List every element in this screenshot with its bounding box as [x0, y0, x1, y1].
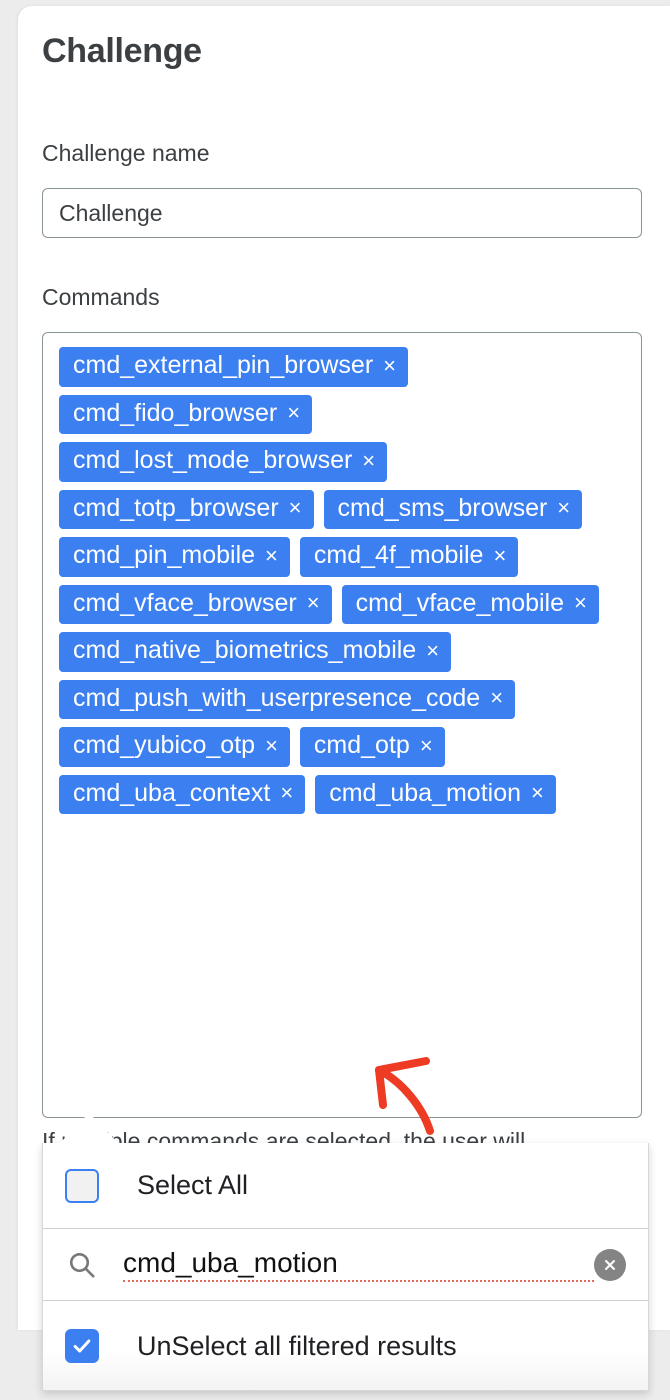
- clear-search-button[interactable]: [594, 1248, 626, 1281]
- command-chip-remove-icon[interactable]: ×: [574, 590, 587, 616]
- command-chip-remove-icon[interactable]: ×: [287, 400, 301, 426]
- page-title: Challenge: [42, 32, 202, 70]
- command-chip-remove-icon[interactable]: ×: [531, 780, 544, 806]
- command-chip-remove-icon[interactable]: ×: [362, 447, 376, 473]
- command-chip[interactable]: cmd_external_pin_browser ×: [59, 347, 409, 387]
- dropdown-item-select-all[interactable]: Select All: [43, 1143, 648, 1229]
- command-chip-label: cmd_pin_mobile: [73, 541, 256, 569]
- command-chip-label: cmd_uba_motion: [329, 778, 522, 807]
- command-chip-remove-icon[interactable]: ×: [490, 685, 504, 711]
- command-chip-remove-icon[interactable]: ×: [288, 495, 302, 521]
- command-chip[interactable]: cmd_uba_context ×: [59, 774, 306, 814]
- command-chip[interactable]: cmd_push_with_userpresence_code ×: [59, 679, 516, 719]
- command-chip[interactable]: cmd_vface_mobile ×: [341, 584, 599, 624]
- challenge-name-input[interactable]: [42, 188, 642, 238]
- dropdown-item-unselect-filtered[interactable]: UnSelect all filtered results: [43, 1301, 648, 1390]
- command-chip[interactable]: cmd_yubico_otp ×: [59, 727, 290, 767]
- command-chip[interactable]: cmd_4f_mobile ×: [299, 537, 519, 577]
- close-icon: [605, 1259, 615, 1270]
- command-chip-label: cmd_vface_mobile: [355, 588, 565, 617]
- commands-label: Commands: [42, 284, 160, 310]
- command-chip-label: cmd_4f_mobile: [313, 541, 484, 569]
- command-chip-label: cmd_totp_browser: [73, 493, 279, 522]
- select-all-checkbox[interactable]: [65, 1168, 99, 1203]
- command-chip-remove-icon[interactable]: ×: [426, 637, 440, 663]
- commands-multiselect[interactable]: cmd_external_pin_browser×cmd_fido_browse…: [42, 332, 642, 1118]
- command-chip-label: cmd_fido_browser: [73, 398, 278, 427]
- dropdown-caret-icon: [58, 1113, 120, 1145]
- command-chip-list: cmd_external_pin_browser×cmd_fido_browse…: [59, 347, 629, 814]
- check-icon: [73, 1339, 91, 1353]
- command-chip-remove-icon[interactable]: ×: [280, 780, 294, 806]
- command-chip[interactable]: cmd_native_biometrics_mobile ×: [59, 632, 452, 672]
- dropdown-search-input[interactable]: cmd_uba_motion: [123, 1247, 594, 1282]
- command-chip-remove-icon[interactable]: ×: [383, 352, 397, 378]
- command-chip-remove-icon[interactable]: ×: [265, 542, 278, 568]
- dropdown-search-row[interactable]: cmd_uba_motion: [43, 1229, 648, 1301]
- command-chip[interactable]: cmd_totp_browser ×: [59, 489, 314, 529]
- command-chip-remove-icon[interactable]: ×: [306, 590, 320, 616]
- command-chip-label: cmd_push_with_userpresence_code: [73, 683, 481, 712]
- select-all-label: Select All: [137, 1170, 249, 1200]
- command-chip-label: cmd_uba_context: [73, 778, 271, 807]
- command-chip-remove-icon[interactable]: ×: [419, 732, 433, 758]
- command-chip-label: cmd_native_biometrics_mobile: [73, 636, 417, 664]
- command-chip-remove-icon[interactable]: ×: [493, 542, 507, 568]
- unselect-filtered-checkbox[interactable]: [65, 1329, 99, 1363]
- command-chip-label: cmd_vface_browser: [73, 588, 297, 617]
- command-chip-label: cmd_yubico_otp: [73, 731, 256, 759]
- command-chip[interactable]: cmd_otp ×: [299, 727, 445, 767]
- command-chip[interactable]: cmd_sms_browser ×: [323, 489, 583, 529]
- challenge-card: Challenge Challenge name Commands cmd_ex…: [18, 6, 670, 1330]
- command-chip-remove-icon[interactable]: ×: [557, 495, 571, 521]
- unselect-filtered-label: UnSelect all filtered results: [137, 1330, 457, 1361]
- command-chip-label: cmd_lost_mode_browser: [73, 446, 353, 474]
- command-chip-label: cmd_otp: [313, 731, 410, 759]
- search-icon: [69, 1252, 95, 1278]
- command-chip[interactable]: cmd_pin_mobile ×: [59, 537, 290, 577]
- command-chip-remove-icon[interactable]: ×: [265, 732, 278, 758]
- command-chip-label: cmd_external_pin_browser: [73, 351, 374, 379]
- commands-dropdown-panel: Select All cmd_uba_motion UnSelect all f…: [42, 1143, 649, 1391]
- command-chip[interactable]: cmd_lost_mode_browser ×: [59, 442, 388, 482]
- command-chip[interactable]: cmd_fido_browser ×: [59, 394, 313, 434]
- command-chip[interactable]: cmd_uba_motion ×: [315, 774, 556, 814]
- command-chip[interactable]: cmd_vface_browser ×: [59, 584, 332, 624]
- challenge-name-label: Challenge name: [42, 140, 210, 166]
- command-chip-label: cmd_sms_browser: [337, 493, 548, 522]
